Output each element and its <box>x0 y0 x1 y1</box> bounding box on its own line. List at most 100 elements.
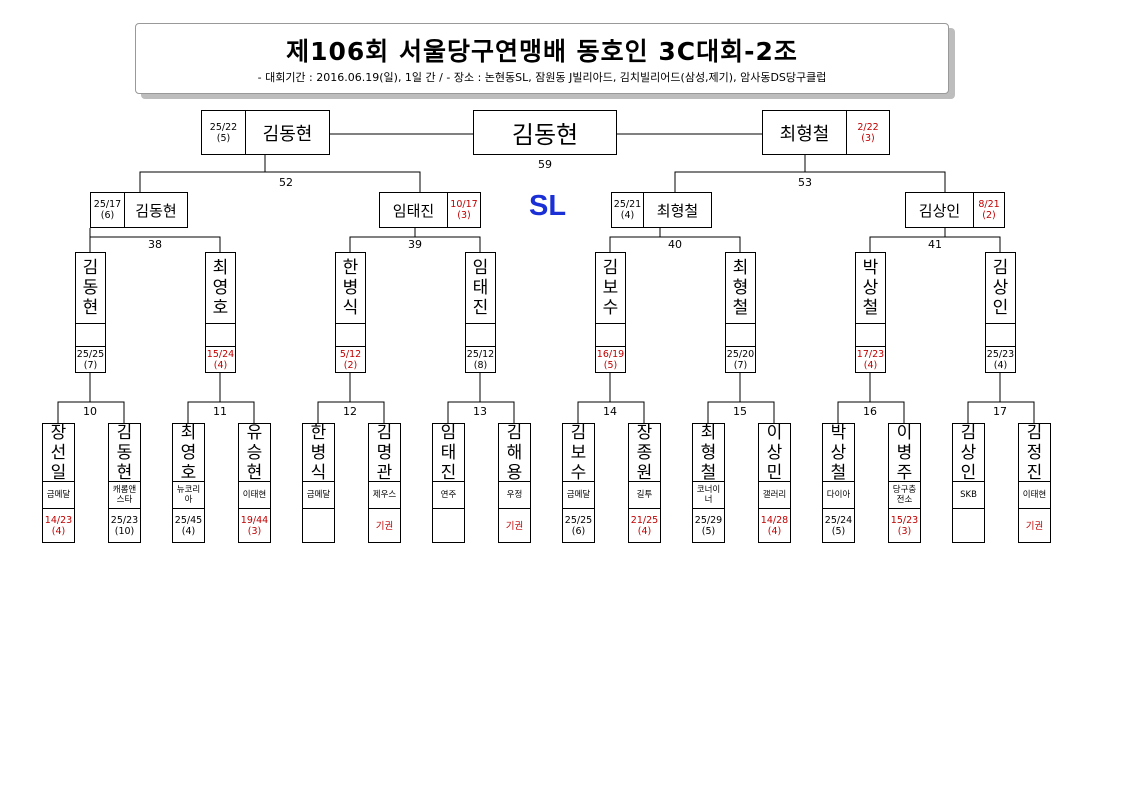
score-text: 25/25 <box>76 348 105 360</box>
final-left-player: 25/22 (5) 김동현 <box>201 110 330 155</box>
innings-text: (4) <box>51 526 66 537</box>
player-score: 15/24(4) <box>206 346 235 372</box>
match-no-r1: 11 <box>213 405 227 418</box>
innings-text: (6) <box>571 526 586 537</box>
semi-score: 10/17 (3) <box>448 193 480 227</box>
player-score: 15/23(3) <box>889 510 920 542</box>
score-text: 25/29 <box>694 515 723 526</box>
innings-text: (2) <box>343 359 358 371</box>
score-text: 25/12 <box>466 348 495 360</box>
match-no-38: 38 <box>148 238 162 251</box>
score-text: 25/17 <box>93 199 122 210</box>
score-text: 기권 <box>1025 520 1044 532</box>
final-right-player: 최형철 2/22 (3) <box>762 110 890 155</box>
innings-text: (3) <box>457 210 471 221</box>
match-no-52: 52 <box>279 176 293 189</box>
match-no-r1: 10 <box>83 405 97 418</box>
innings-text: (4) <box>993 359 1008 371</box>
semi-score: 25/21 (4) <box>612 193 644 227</box>
innings-text: (4) <box>767 526 782 537</box>
player-club: 이태현 <box>1019 482 1050 509</box>
semi-player-3: 25/21 (4) 최형철 <box>611 192 712 228</box>
champion-name: 김동현 <box>511 121 579 149</box>
innings-text: (4) <box>637 526 652 537</box>
player-score: 17/23(4) <box>856 346 885 372</box>
score-text: 25/20 <box>726 348 755 360</box>
score-text: 25/25 <box>564 515 593 526</box>
score-text: 10/17 <box>450 199 478 210</box>
player-score: 25/23(4) <box>986 346 1015 372</box>
player-club: 코너이너 <box>693 482 724 509</box>
innings-text: (6) <box>100 210 115 221</box>
venue-mark: SL <box>529 190 567 222</box>
score-text: 5/12 <box>339 348 362 360</box>
semi-score: 25/17 (6) <box>91 193 125 227</box>
match-no-40: 40 <box>668 238 682 251</box>
score-text: 15/23 <box>890 515 919 526</box>
innings-text: (5) <box>603 359 618 371</box>
score-text: 기권 <box>375 520 394 532</box>
innings-text: (5) <box>831 526 846 537</box>
player-club: 길투 <box>629 482 660 509</box>
semi-player-4: 김상인 8/21 (2) <box>905 192 1005 228</box>
player-score: 기권 <box>499 510 530 542</box>
score-text: 25/23 <box>110 515 139 526</box>
player-score: 5/12(2) <box>336 346 365 372</box>
match-no-41: 41 <box>928 238 942 251</box>
final-right-name: 최형철 <box>763 111 847 154</box>
semi-player-2: 임태진 10/17 (3) <box>379 192 481 228</box>
score-text: 25/22 <box>209 121 238 133</box>
player-score: 16/19(5) <box>596 346 625 372</box>
champion-box: 김동현 <box>473 110 617 155</box>
match-no-53: 53 <box>798 176 812 189</box>
score-text: 2/22 <box>857 121 879 133</box>
score-text: 21/25 <box>630 515 659 526</box>
match-no-39: 39 <box>408 238 422 251</box>
player-club: 금메달 <box>563 482 594 509</box>
player-score <box>303 510 334 542</box>
player-score: 14/28(4) <box>759 510 790 542</box>
player-score: 19/44(3) <box>239 510 270 542</box>
innings-text: (4) <box>181 526 196 537</box>
score-text: 16/19 <box>596 348 625 360</box>
score-text: 25/21 <box>613 199 642 210</box>
score-text: 15/24 <box>206 348 235 360</box>
player-score: 기권 <box>1019 510 1050 542</box>
semi-score: 8/21 (2) <box>974 193 1004 227</box>
final-right-score: 2/22 (3) <box>847 111 889 154</box>
player-score <box>953 510 984 542</box>
match-no-r1: 12 <box>343 405 357 418</box>
player-club: 우정 <box>499 482 530 509</box>
innings-text: (7) <box>83 359 98 371</box>
player-club: 다이아 <box>823 482 854 509</box>
score-text: 25/45 <box>174 515 203 526</box>
